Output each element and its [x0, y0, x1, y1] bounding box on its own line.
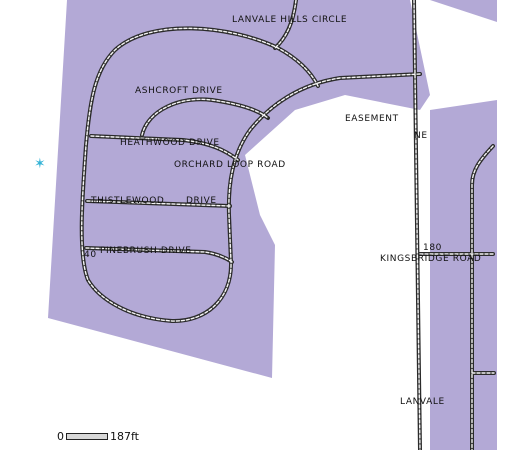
- parcel-main: [48, 0, 430, 378]
- label-kingsbridge-road: KINGSBRIDGE ROAD: [380, 254, 481, 264]
- label-orchard-loop-road: ORCHARD LOOP ROAD: [174, 160, 286, 170]
- parcel-northeast: [430, 0, 497, 22]
- label-ne: NE: [414, 131, 428, 141]
- scale-bar-graphic: [66, 433, 108, 440]
- label-drive: DRIVE: [186, 196, 217, 206]
- label-lanvale: LANVALE: [400, 397, 445, 407]
- label-thistlewood: THISTLEWOOD: [90, 196, 164, 206]
- label-pinebrush-drive: PINEBRUSH DRIVE: [100, 246, 192, 256]
- scale-end-label: 187ft: [110, 430, 139, 443]
- label-easement: EASEMENT: [345, 114, 399, 124]
- roads-center: [81, 0, 495, 450]
- star-icon[interactable]: ✶: [34, 156, 46, 172]
- scale-bar: 0 187ft: [57, 430, 139, 443]
- parcel-east: [430, 100, 497, 450]
- label-ashcroft-drive: ASHCROFT DRIVE: [135, 86, 223, 96]
- label-180: 180: [423, 243, 442, 253]
- label-40: 40: [84, 250, 97, 260]
- label-heathwood-drive: HEATHWOOD DRIVE: [120, 138, 220, 148]
- label-lanvale-hills-circle: LANVALE HILLS CIRCLE: [232, 15, 347, 25]
- scale-start-label: 0: [57, 430, 64, 443]
